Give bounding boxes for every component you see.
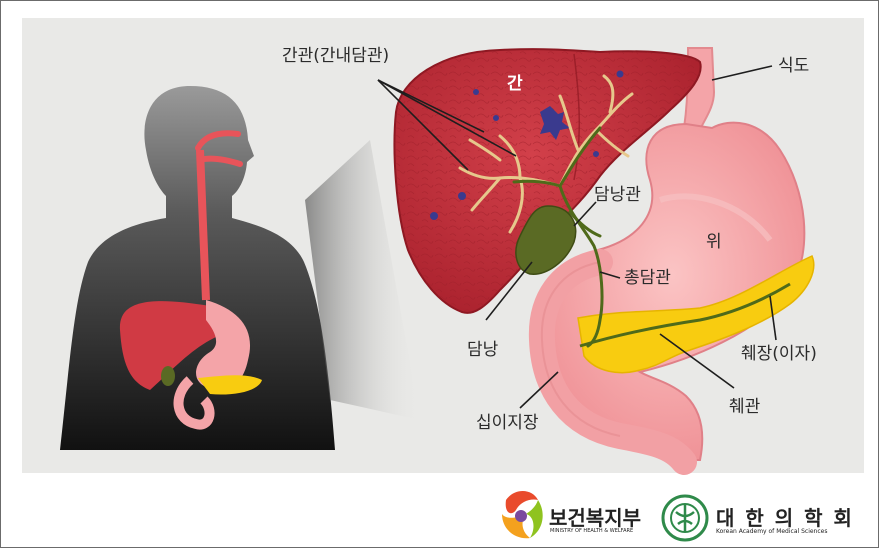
label-gallbladder: 담낭	[467, 340, 498, 360]
label-duodenum: 십이지장	[476, 413, 539, 433]
label-esophagus: 식도	[778, 56, 809, 76]
academy-logo-icon	[663, 496, 707, 540]
academy-subtitle: Korean Academy of Medical Sciences	[716, 528, 827, 535]
label-pancreas: 췌장(이자)	[741, 344, 817, 364]
label-cystic-duct: 담낭관	[594, 185, 641, 205]
label-hepatic-duct: 간관(간내담관)	[282, 46, 389, 66]
ministry-subtitle: MINISTRY OF HEALTH & WELFARE	[550, 528, 633, 534]
ministry-name: 보건복지부	[549, 502, 641, 531]
ministry-logo-icon	[499, 491, 543, 538]
label-common-bile-duct: 총담관	[624, 268, 671, 288]
label-pancreatic-duct: 췌관	[729, 397, 760, 417]
label-stomach: 위	[706, 232, 722, 252]
label-liver: 간	[507, 74, 523, 94]
academy-name: 대 한 의 학 회	[716, 502, 854, 531]
human-silhouette	[60, 86, 335, 450]
